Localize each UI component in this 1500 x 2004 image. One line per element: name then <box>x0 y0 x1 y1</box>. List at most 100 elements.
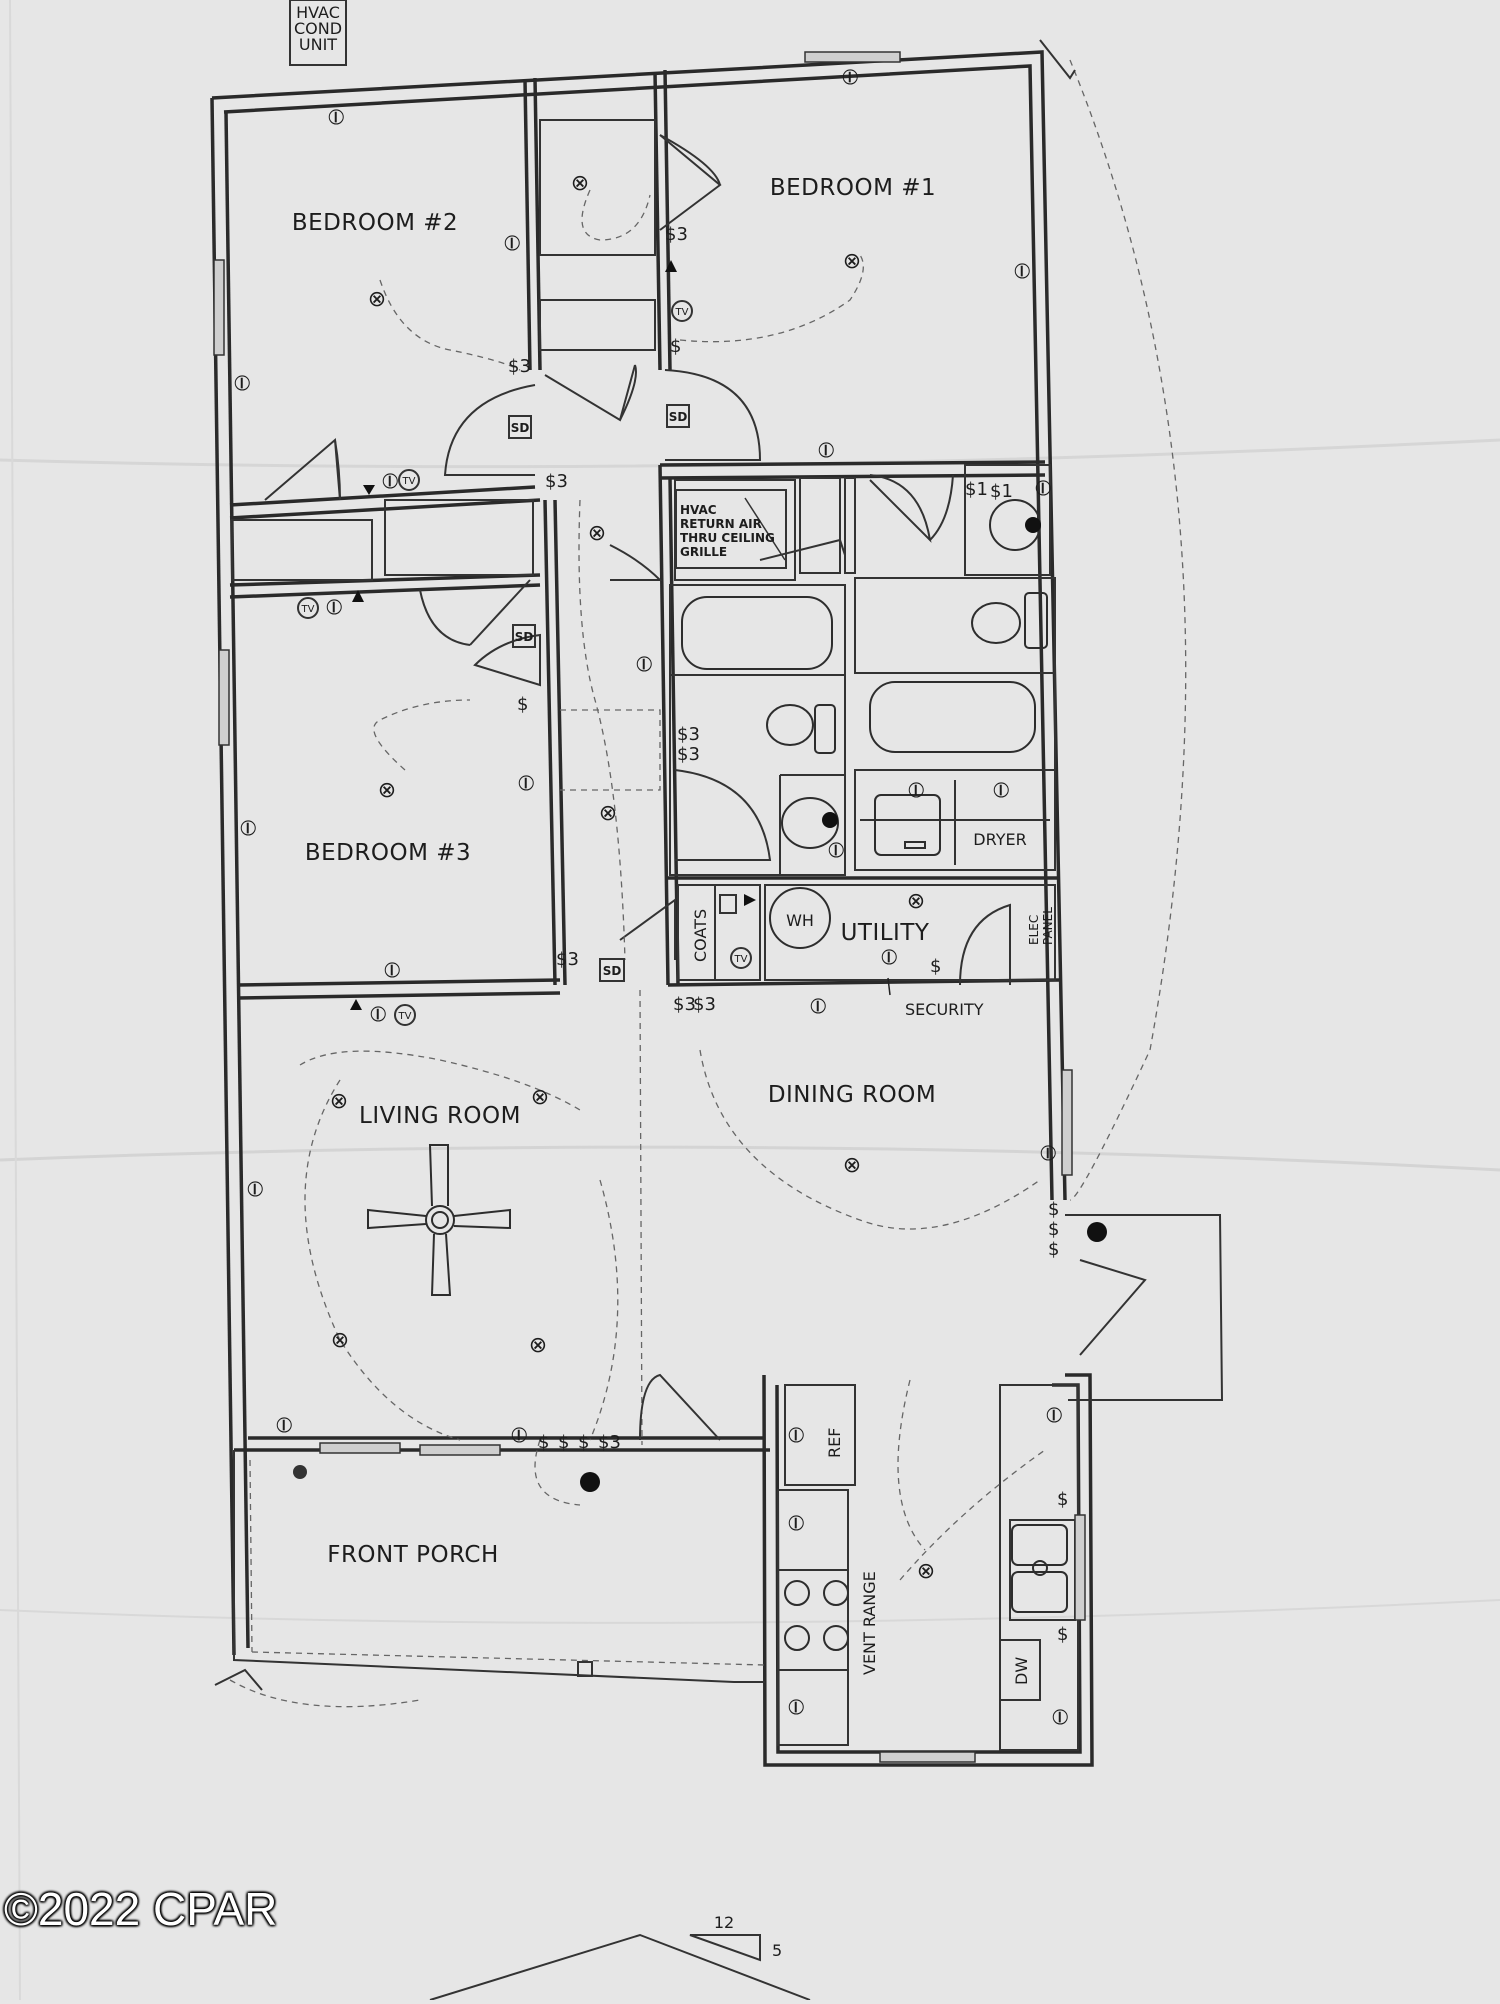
outlet-icon: ⦶ <box>1040 1141 1056 1166</box>
switch-icon: $ <box>558 1432 569 1453</box>
outlet-icon: ⦶ <box>247 1177 263 1202</box>
security-label: SECURITY <box>905 1000 984 1019</box>
exterior-light-icon <box>293 1465 307 1479</box>
recessed-light-icon: ⊗ <box>331 1328 349 1353</box>
hvac-return-label-2: RETURN AIR <box>680 517 762 531</box>
tv-jack-label: TV <box>402 476 416 487</box>
outlet-icon: ⦶ <box>1014 259 1030 284</box>
data-jacks <box>350 260 756 1010</box>
switch-icon: $ <box>930 956 941 977</box>
outlet-icon: ⦶ <box>240 816 256 841</box>
smoke-detector-label: SD <box>515 630 534 644</box>
dishwasher-label: DW <box>1012 1657 1031 1685</box>
outlet-icon: ⦶ <box>518 771 534 796</box>
tv-jack-label: TV <box>398 1011 412 1022</box>
tv-jack-label: TV <box>301 604 315 615</box>
outlet-icon: ⦶ <box>1046 1403 1062 1428</box>
exterior-light-icon <box>580 1472 600 1492</box>
smoke-detector-label: SD <box>511 421 530 435</box>
recessed-light-icon: ⊗ <box>529 1333 547 1358</box>
outlet-icon: ⦶ <box>234 371 250 396</box>
outlet-icon: ⦶ <box>1052 1705 1068 1730</box>
hvac-cond-label-1: HVAC <box>296 3 340 22</box>
vent-range-label: VENT RANGE <box>860 1571 879 1675</box>
switch-icon: $3 <box>598 1432 621 1453</box>
security-leader <box>887 977 891 996</box>
switch-icon: $ <box>1057 1489 1068 1510</box>
switch-icon: $3 <box>545 471 568 492</box>
copyright-watermark: ©2022 CPAR <box>4 1883 278 1935</box>
outlet-icon: ⦶ <box>382 469 398 494</box>
data-jack-icon <box>719 894 737 914</box>
outlet-icon: ⦶ <box>328 105 344 130</box>
utility-label: UTILITY <box>841 920 930 946</box>
switch-icon: $ <box>517 694 528 715</box>
front-porch-label: FRONT PORCH <box>327 1542 499 1568</box>
switch-icon: $ <box>1057 1624 1068 1645</box>
data-jack-icon <box>350 999 362 1010</box>
paper-crease <box>9 0 21 2001</box>
recessed-light-icon: ⊗ <box>531 1085 549 1110</box>
outlet-icon: ⦶ <box>881 945 897 970</box>
switch-icon: $3 <box>677 744 700 765</box>
refrigerator-label: REF <box>825 1428 844 1458</box>
toilet-master <box>971 592 1048 649</box>
data-jack-icon <box>665 260 677 272</box>
data-jack-icon <box>363 485 375 495</box>
light-icon: ⊗ <box>599 801 617 826</box>
switches: $3 $ $3 $3 $1 $1 $ $3 $3 $3 $ $3 $3 $ $ … <box>508 224 1068 1645</box>
exterior-lights <box>293 1222 1107 1492</box>
elec-panel-label-1: ELEC <box>1027 915 1041 945</box>
tv-jack-label: TV <box>675 307 689 318</box>
data-jack-icon <box>744 894 756 906</box>
water-heater <box>769 887 831 949</box>
paper-crease <box>0 1599 1500 1624</box>
coats-label: COATS <box>691 909 710 962</box>
section-marker-icon <box>214 1668 263 1691</box>
dashed-outline-arc <box>1069 59 1187 1201</box>
bathtub-hall <box>681 596 833 670</box>
sink-hall <box>781 797 839 849</box>
hvac-return-grille: HVAC RETURN AIR THRU CEILING GRILLE <box>675 489 787 569</box>
bedroom-1-label: BEDROOM #1 <box>770 175 936 201</box>
outlet-icon: ⦶ <box>1035 476 1051 501</box>
switch-icon: $3 <box>508 356 531 377</box>
switch-icon: $3 <box>665 224 688 245</box>
switch-icon: $1 <box>990 481 1013 502</box>
front-porch <box>233 1450 766 1683</box>
switch-icon: $ <box>538 1432 549 1453</box>
outlet-icon: ⦶ <box>818 438 834 463</box>
exterior-walls <box>210 50 1094 1767</box>
light-icon: ⊗ <box>588 521 606 546</box>
water-heater-label: WH <box>786 911 814 930</box>
data-jack-icon <box>352 590 364 602</box>
switch-icon: $3 <box>673 994 696 1015</box>
outlet-icon: ⦶ <box>370 1002 386 1027</box>
smoke-detector-label: SD <box>603 964 622 978</box>
tv-jacks: TV TV TV TV TV <box>297 300 752 1026</box>
smoke-detectors: SD SD SD SD <box>508 404 690 982</box>
hvac-return-label-1: HVAC <box>680 503 717 517</box>
switch-icon: $3 <box>677 724 700 745</box>
dashed-outline-arc <box>229 1679 421 1708</box>
bathtub-master <box>869 681 1036 753</box>
outlet-icon: ⦶ <box>504 231 520 256</box>
outlet-icon: ⦶ <box>788 1511 804 1536</box>
light-icon: ⊗ <box>571 171 589 196</box>
section-marker-icon <box>1039 39 1076 80</box>
kitchen-sink <box>1011 1524 1068 1613</box>
switch-icon: $ <box>1048 1219 1059 1240</box>
hvac-return-label-4: GRILLE <box>680 545 727 559</box>
paper-crease <box>0 1145 1500 1172</box>
light-icon: ⊗ <box>378 778 396 803</box>
range-burners <box>784 1580 849 1651</box>
outlet-icon: ⦶ <box>810 994 826 1019</box>
roof-pitch-rise: 5 <box>772 1941 782 1960</box>
outlet-icon: ⦶ <box>511 1423 527 1448</box>
outlet-icon: ⦶ <box>326 595 342 620</box>
toilet-hall <box>766 704 836 754</box>
elec-panel-label-2: PANEL <box>1041 907 1055 945</box>
exterior-light-icon <box>1087 1222 1107 1242</box>
